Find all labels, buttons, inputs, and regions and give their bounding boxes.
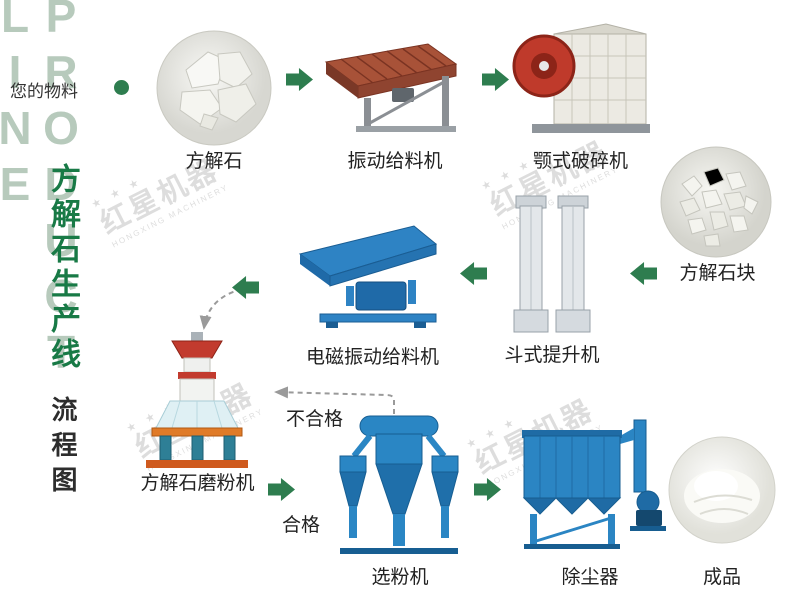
calcite-lumps-image [660,146,772,258]
em-feeder-label: 电磁振动给料机 [305,347,439,368]
material-label: 您的物料 [10,82,78,101]
dashed-feed-to-mill [199,288,243,330]
calcite-material-image [156,30,272,146]
page-title: 方解石生产线 [46,163,79,373]
powder-classifier-label: 选粉机 [371,567,429,588]
calcite-label: 方解石 [185,151,243,172]
electromagnetic-vibrating-feeder-image [298,225,438,328]
arrow-lumps-to-elevator-icon [630,262,657,285]
bucket-elevator-label: 斗式提升机 [504,345,600,366]
powder-classifier-image [339,415,459,554]
calcite-lumps-label: 方解石块 [679,263,756,284]
dust-collector-label: 除尘器 [561,567,619,588]
finished-product-image [668,436,776,544]
jaw-crusher-label: 颚式破碎机 [532,151,628,172]
arrow-feeder-to-crusher-icon [482,68,509,91]
arrow-classifier-to-dust-icon [474,478,501,501]
bucket-elevator-image [513,195,591,333]
calcite-mill-label: 方解石磨粉机 [140,473,255,494]
material-dot-icon [114,80,129,95]
qualified-label: 合格 [282,515,321,536]
calcite-mill-image [146,332,248,468]
banner-product-line: PRODUCT LINE [0,0,87,382]
vibrating-feeder-image [324,43,458,132]
arrow-emfeeder-to-mill-icon [232,276,259,299]
jaw-crusher-image [512,23,650,133]
arrow-elevator-to-emfeeder-icon [460,262,487,285]
arrow-calcite-to-feeder-icon [286,68,313,91]
watermark-subtext: HONGXING MACHINERY [110,182,231,250]
page-subtitle: 流程图 [48,396,78,501]
finished-product-label: 成品 [702,567,741,588]
dust-collector-image [522,419,666,549]
unqualified-label: 不合格 [286,409,344,430]
vibrating-feeder-label: 振动给料机 [347,151,443,172]
